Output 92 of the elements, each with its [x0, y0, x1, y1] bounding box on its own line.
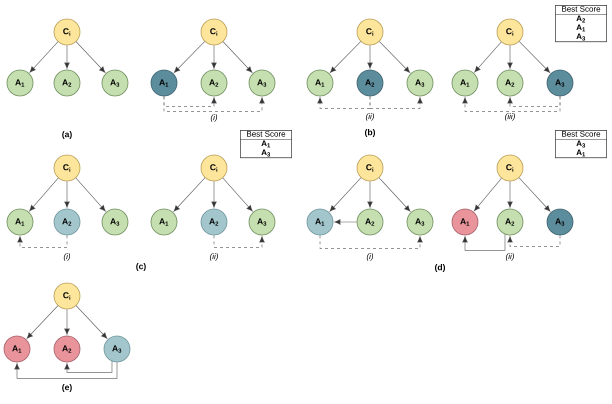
- circle-node: A$_{3}$: [546, 70, 574, 96]
- score-table: Best Score A$_{2}$ A$_{1}$ A$_{3}$: [555, 5, 607, 42]
- circle-node: C$_{i}$: [496, 18, 524, 46]
- circle-node: A$_{2}$: [356, 208, 384, 236]
- circle-node: A$_{1}$: [150, 208, 178, 236]
- circle-node: A$_{2}$: [496, 70, 524, 96]
- arrow: [14, 362, 118, 379]
- arrow: [519, 41, 550, 73]
- panel-label: (iii): [505, 113, 515, 121]
- arrow: [76, 178, 106, 212]
- circle-node: A$_{3}$: [546, 208, 574, 236]
- arrow: [474, 178, 502, 212]
- arrow: [64, 181, 70, 208]
- arrow: [507, 96, 560, 107]
- score-table: Best Score A$_{3}$ A$_{1}$: [555, 130, 607, 158]
- circle-node: A$_{3}$: [248, 208, 276, 236]
- circle-node: C$_{i}$: [54, 154, 80, 182]
- panel-label: (i): [64, 253, 70, 261]
- circle-node: A$_{2}$: [54, 336, 80, 362]
- arrow: [370, 96, 423, 109]
- arrow: [76, 41, 106, 73]
- arrow: [320, 235, 423, 249]
- arrow: [507, 235, 560, 247]
- circle-node: C$_{i}$: [356, 154, 384, 182]
- circle-node: C$_{i}$: [54, 18, 80, 46]
- circle-node: A$_{1}$: [452, 70, 478, 96]
- circle-node: A$_{3}$: [104, 336, 130, 362]
- circle-node: A$_{1}$: [6, 208, 34, 236]
- arrow: [518, 178, 550, 212]
- panel-label: (i): [366, 253, 374, 261]
- circle-node: A$_{3}$: [406, 208, 434, 236]
- score-table: Best Score A$_{1}$ A$_{3}$: [240, 130, 292, 158]
- arrow: [330, 41, 361, 73]
- panel-label: (c): [136, 263, 146, 271]
- arrow: [29, 178, 58, 212]
- panel-label: (ii): [210, 253, 218, 261]
- arrow: [474, 42, 502, 72]
- panel-label: (a): [62, 131, 72, 139]
- circle-node: C$_{i}$: [200, 18, 228, 46]
- arrow: [64, 309, 70, 335]
- circle-node: A$_{2}$: [496, 208, 524, 236]
- circle-node: A$_{1}$: [306, 208, 334, 236]
- arrow: [164, 96, 217, 107]
- circle-node: A$_{2}$: [54, 208, 80, 236]
- arrow: [367, 45, 373, 69]
- circle-node: A$_{1}$: [6, 70, 34, 96]
- circle-node: A$_{2}$: [356, 70, 384, 96]
- arrow: [222, 178, 253, 212]
- arrow: [64, 45, 70, 69]
- arrow: [211, 181, 217, 208]
- arrow: [462, 96, 560, 112]
- arrow: [367, 181, 373, 208]
- arrow: [317, 96, 370, 109]
- panel-label: (ii): [506, 253, 514, 261]
- circle-node: A$_{1}$: [452, 208, 478, 236]
- circle-node: C$_{i}$: [356, 18, 384, 46]
- arrow: [507, 181, 513, 208]
- circle-node: C$_{i}$: [496, 154, 524, 182]
- arrow: [164, 96, 265, 112]
- arrow: [378, 178, 410, 212]
- circle-node: A$_{1}$: [4, 336, 30, 362]
- arrow: [64, 361, 112, 373]
- circle-node: C$_{i}$: [200, 154, 228, 182]
- circle-node: A$_{3}$: [102, 70, 128, 96]
- arrow: [76, 305, 108, 339]
- arrow: [222, 41, 252, 73]
- arrow: [330, 178, 362, 212]
- panel-label: (b): [365, 129, 375, 137]
- arrow: [30, 42, 58, 73]
- circle-node: A$_{1}$: [150, 70, 178, 96]
- panel-label: (e): [62, 384, 72, 392]
- circle-node: A$_{2}$: [200, 70, 228, 96]
- arrow: [174, 41, 205, 73]
- panel-label: (ii): [366, 113, 374, 121]
- arrow: [334, 219, 357, 225]
- arrow: [214, 235, 265, 248]
- circle-node: A$_{2}$: [54, 70, 80, 96]
- circle-node: C$_{i}$: [54, 282, 80, 310]
- arrow: [507, 45, 513, 69]
- arrow: [17, 235, 68, 248]
- circle-node: A$_{3}$: [102, 208, 128, 236]
- circle-node: A$_{2}$: [200, 208, 228, 236]
- arrow: [26, 305, 58, 339]
- panel-label: (d): [435, 264, 445, 272]
- circle-node: A$_{3}$: [248, 70, 276, 96]
- arrow: [379, 41, 410, 73]
- arrow: [174, 178, 206, 212]
- arrow: [462, 234, 506, 251]
- panel-label: (i): [210, 114, 218, 122]
- arrow: [211, 45, 217, 69]
- circle-node: A$_{3}$: [406, 70, 434, 96]
- circle-node: A$_{1}$: [306, 70, 334, 96]
